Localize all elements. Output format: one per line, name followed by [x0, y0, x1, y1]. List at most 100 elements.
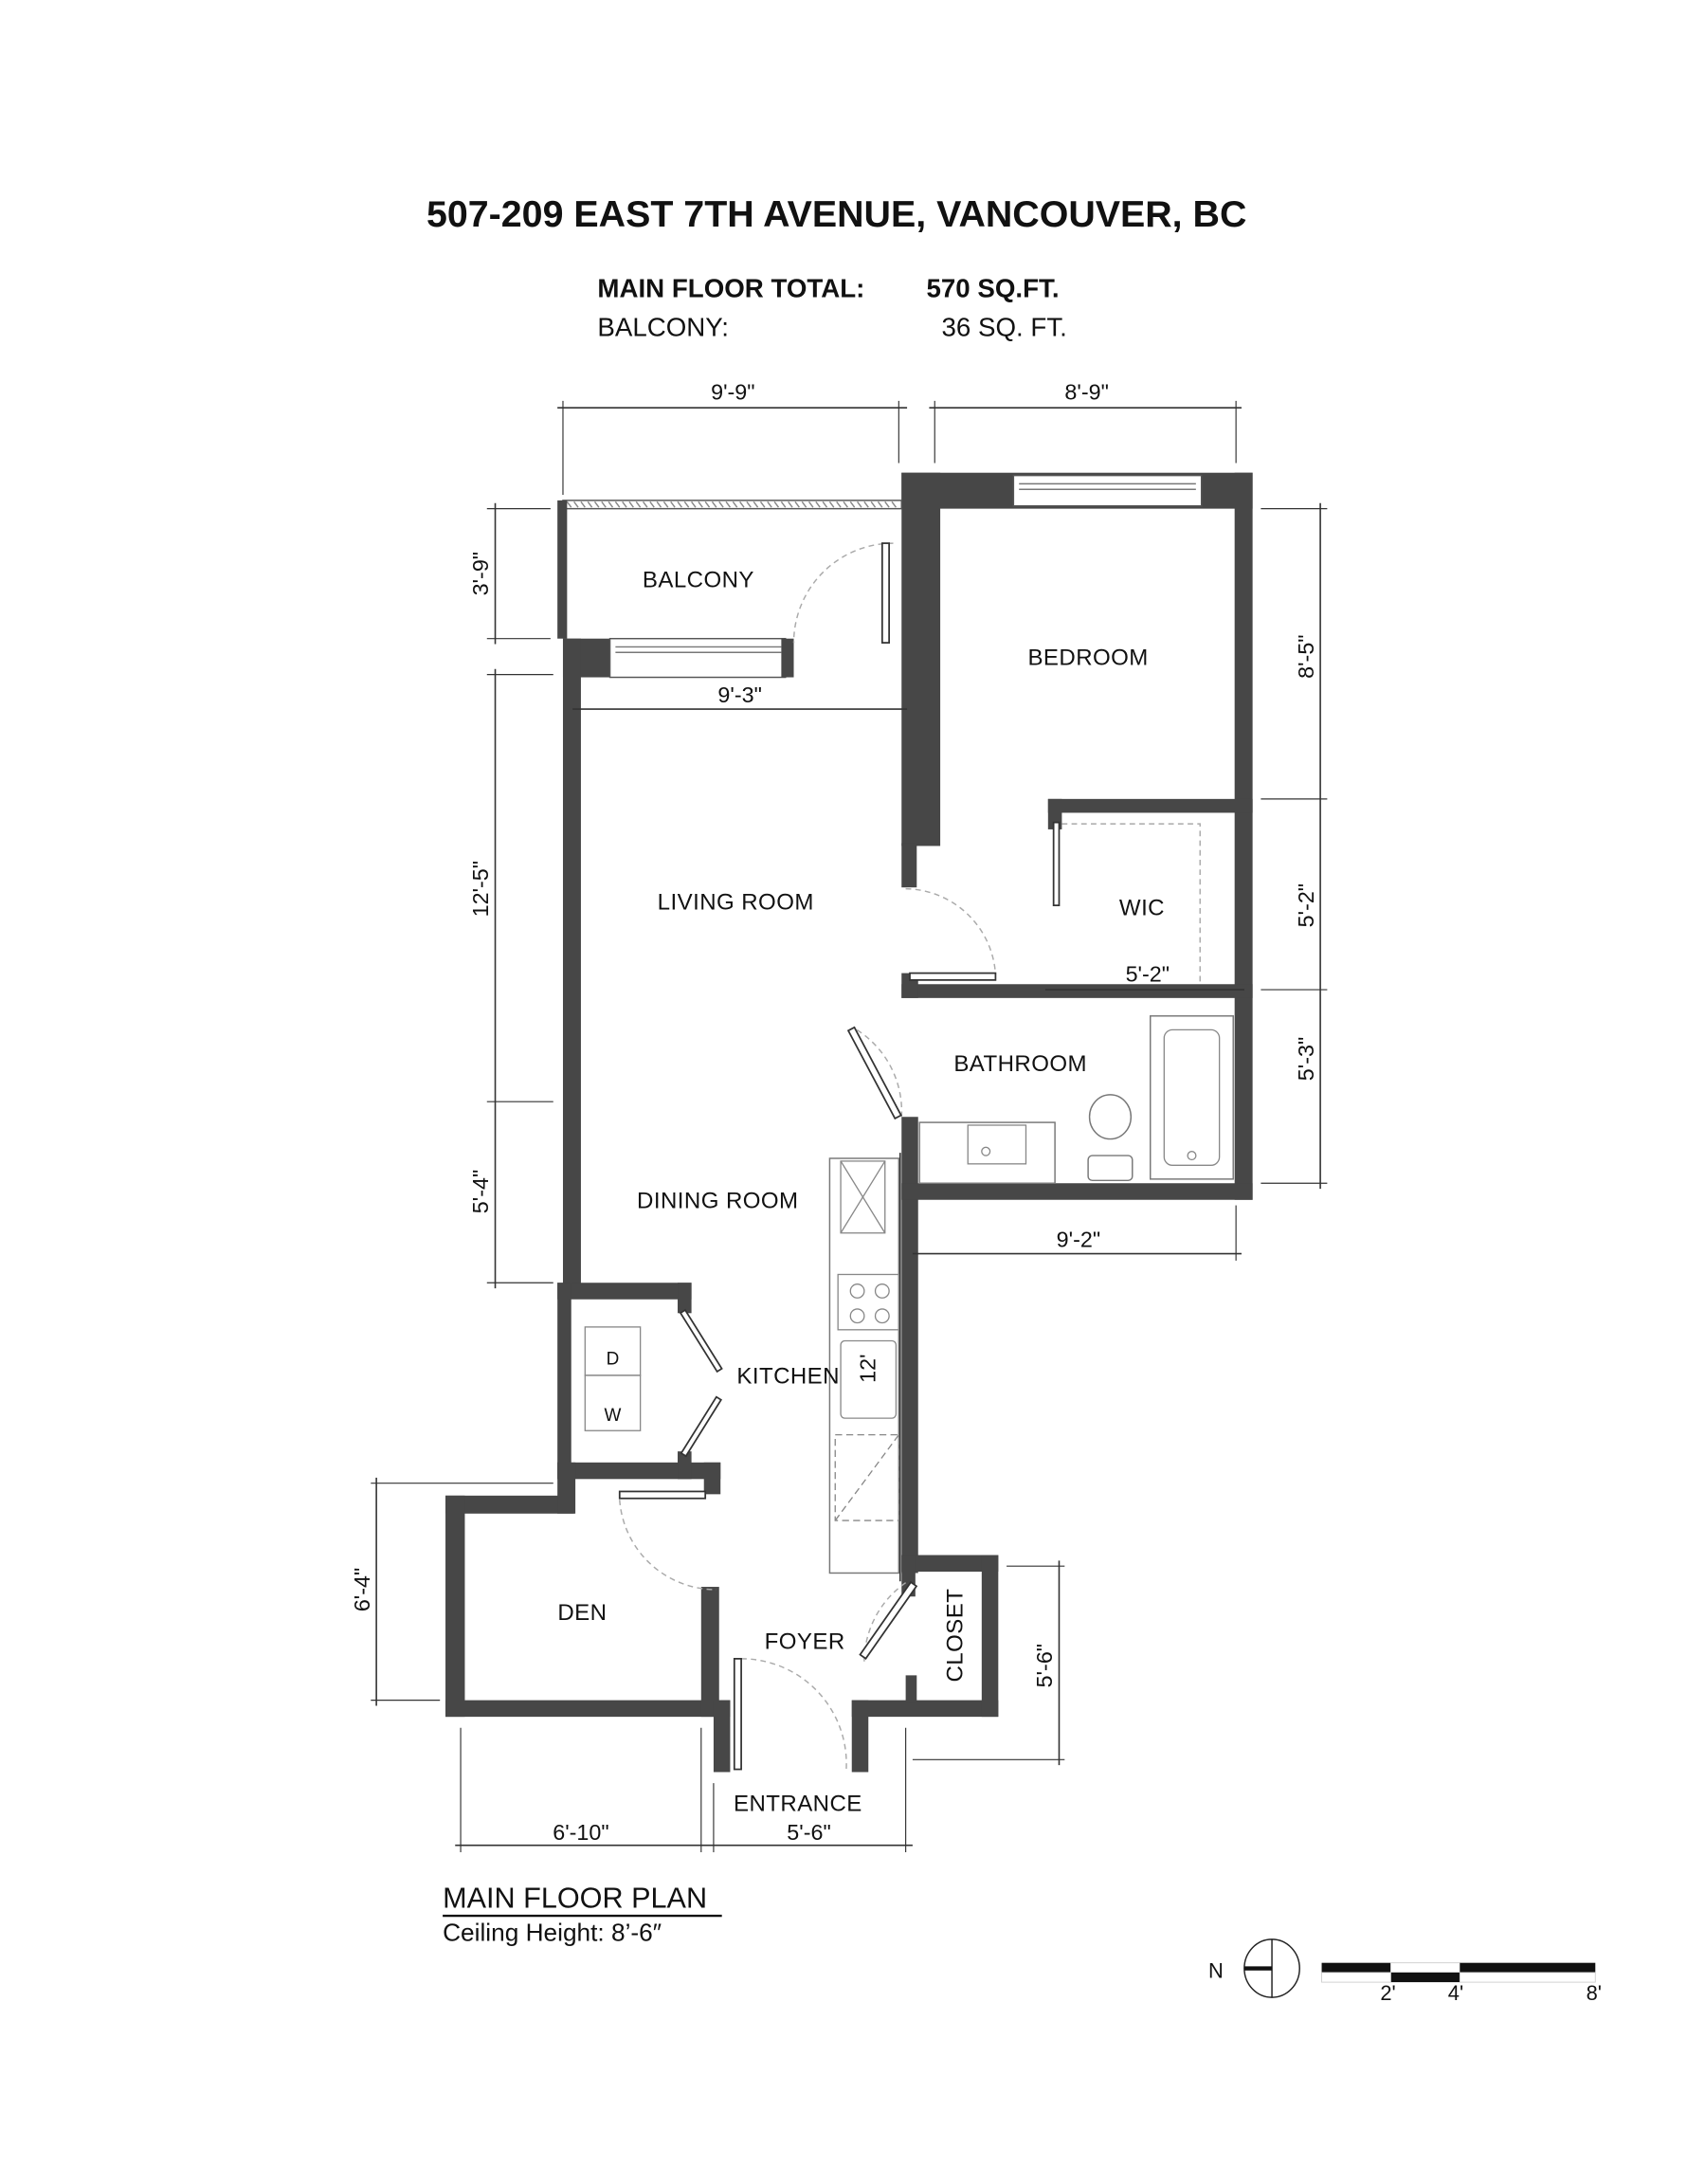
hatch-line [863, 500, 869, 508]
hatch-line [828, 500, 835, 508]
hatch-line [794, 500, 800, 508]
dim-bathroom-depth: 5'-3" [1294, 1037, 1318, 1081]
hatch-line [746, 500, 752, 508]
dim-kitchen-length: 12' [856, 1354, 880, 1382]
hatch-line [884, 500, 890, 508]
doors [618, 542, 1201, 1771]
room-label-dining-room: DINING ROOM [637, 1188, 798, 1213]
dryer-label: D [607, 1349, 620, 1369]
hatch-line [711, 500, 717, 508]
hatch-line [662, 500, 669, 508]
hatch-line [670, 500, 676, 508]
hatch-line [698, 500, 703, 508]
dim-living-width: 9'-3" [717, 682, 761, 707]
hatch-line [753, 500, 759, 508]
dim-wic-depth: 5'-2" [1294, 883, 1318, 927]
hatch-line [573, 500, 579, 508]
hatch-line [628, 500, 634, 508]
dim-entrance-width: 5'-6" [787, 1820, 830, 1845]
bathtub [1149, 1015, 1234, 1180]
room-label-wic: WIC [1119, 895, 1165, 920]
hatch-line [856, 500, 862, 508]
hatch-line [593, 500, 600, 508]
washer-label: W [605, 1406, 622, 1426]
hatch-line [843, 500, 848, 508]
hatch-line [704, 500, 711, 508]
main-floor-label: MAIN FLOOR TOTAL: [597, 274, 864, 303]
north-arrow-icon: N [1208, 1938, 1300, 1998]
hatch-line [718, 500, 724, 508]
washer-dryer: D W [584, 1326, 642, 1431]
hatch-line [822, 500, 828, 508]
hatch-line [601, 500, 607, 508]
hatch-line [877, 500, 883, 508]
kitchen-counter [828, 1157, 900, 1574]
room-label-entrance: ENTRANCE [734, 1791, 862, 1816]
balcony-railing-hatch [566, 500, 897, 508]
bathroom-vanity [918, 1121, 1056, 1184]
hatch-line [683, 500, 690, 508]
balcony-area-value: 36 SQ. FT. [942, 312, 1067, 341]
room-label-foyer: FOYER [765, 1629, 845, 1655]
dim-balcony-depth: 3'-9" [468, 552, 493, 595]
hatch-line [801, 500, 807, 508]
hatch-line [780, 500, 787, 508]
walls [445, 472, 1253, 1773]
hatch-line [642, 500, 648, 508]
hatch-line [815, 500, 821, 508]
hatch-line [677, 500, 682, 508]
hatch-line [608, 500, 614, 508]
hatch-line [788, 500, 793, 508]
hatch-line [773, 500, 780, 508]
toilet [1087, 1094, 1134, 1182]
hatch-line [767, 500, 772, 508]
hatch-line [725, 500, 732, 508]
north-label: N [1208, 1959, 1224, 1983]
dim-balcony-width: 9'-9" [711, 379, 754, 404]
room-label-kitchen: KITCHEN [736, 1364, 840, 1390]
hatch-line [759, 500, 766, 508]
hatch-line [580, 500, 586, 508]
hatch-line [836, 500, 842, 508]
dim-living-depth: 12'-5" [468, 861, 493, 917]
room-label-balcony: BALCONY [643, 568, 754, 593]
dim-bathroom-width: 9'-2" [1057, 1227, 1100, 1251]
room-label-living-room: LIVING ROOM [658, 890, 814, 916]
hatch-line [870, 500, 877, 508]
plan-title: MAIN FLOOR PLAN [443, 1882, 707, 1914]
hatch-line [849, 500, 856, 508]
hatch-line [635, 500, 642, 508]
room-label-bedroom: BEDROOM [1027, 645, 1148, 670]
scale-label-8: 8' [1587, 1981, 1602, 2005]
main-floor-value: 570 SQ.FT. [926, 274, 1059, 303]
hatch-line [732, 500, 738, 508]
hatch-line [622, 500, 627, 508]
hatch-line [691, 500, 697, 508]
room-label-den: DEN [557, 1600, 607, 1626]
hatch-line [807, 500, 814, 508]
page-title: 507-209 EAST 7TH AVENUE, VANCOUVER, BC [426, 193, 1246, 235]
hatch-line [656, 500, 662, 508]
dimension-lines [371, 400, 1328, 1853]
dim-dining-depth: 5'-4" [468, 1170, 493, 1213]
hatch-line [587, 500, 593, 508]
dim-closet-depth: 5'-6" [1032, 1644, 1057, 1687]
dim-bedroom-width: 8'-9" [1064, 379, 1108, 404]
hatch-line [649, 500, 655, 508]
hatch-line [739, 500, 745, 508]
dim-bedroom-depth: 8'-5" [1294, 634, 1318, 678]
hatch-line [891, 500, 897, 508]
balcony-area-label: BALCONY: [597, 312, 729, 341]
room-label-bathroom: BATHROOM [953, 1051, 1087, 1077]
ceiling-height: Ceiling Height: 8’-6″ [443, 1918, 662, 1946]
scale-label-2: 2' [1380, 1981, 1395, 2005]
scale-bar: 2' 4' 8' [1321, 1962, 1602, 2005]
dim-den-depth: 6'-4" [350, 1568, 374, 1611]
dim-wic-width: 5'-2" [1126, 961, 1170, 986]
hatch-line [614, 500, 621, 508]
scale-label-4: 4' [1448, 1981, 1463, 2005]
room-label-closet: CLOSET [942, 1589, 968, 1683]
dim-den-width: 6'-10" [553, 1820, 608, 1845]
hatch-line [566, 500, 572, 508]
